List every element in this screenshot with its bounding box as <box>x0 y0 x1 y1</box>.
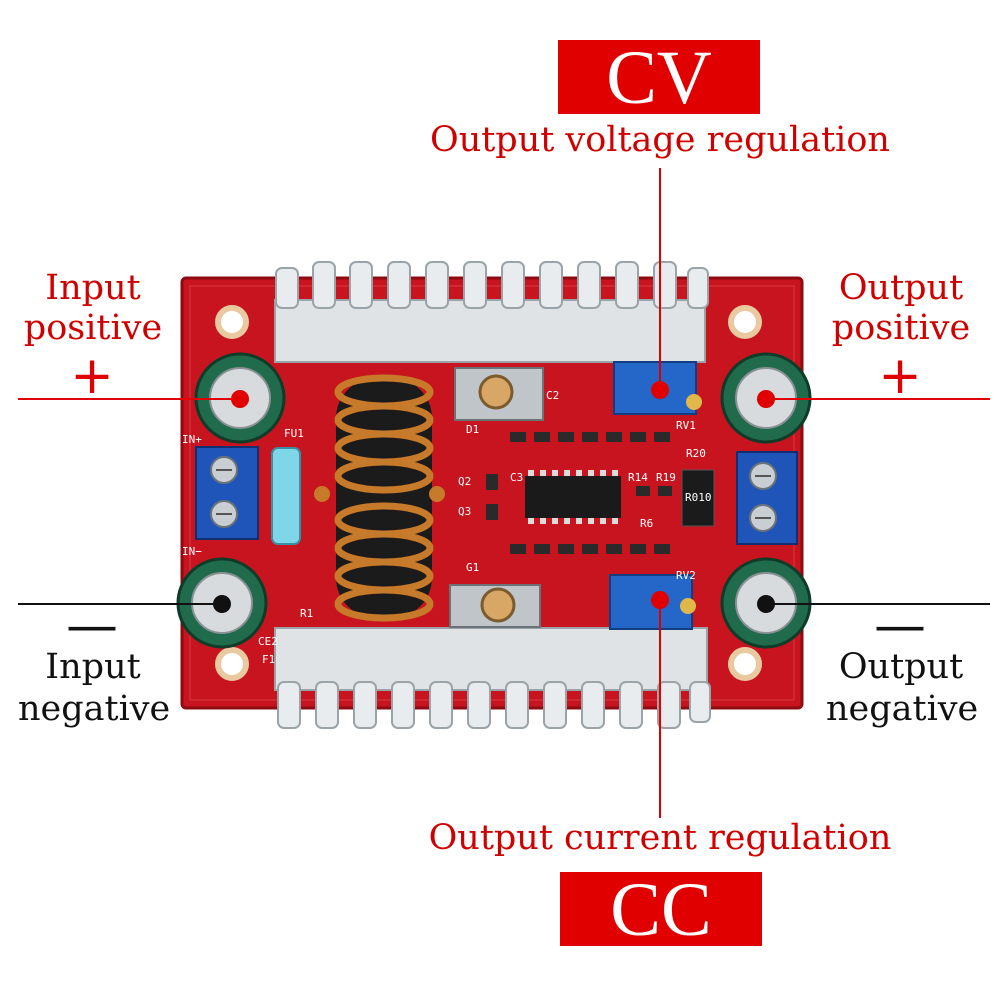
fuse <box>271 447 301 545</box>
smd-components <box>486 432 672 554</box>
input-terminal-block <box>195 446 259 540</box>
mounting-hole <box>215 305 762 681</box>
input-positive-dot <box>231 390 249 408</box>
silk-f1: F1 <box>262 653 276 666</box>
voltage-regulation-leader <box>659 168 661 390</box>
voltage-regulation-caption: Output voltage regulation <box>430 120 890 160</box>
control-ic <box>525 476 621 518</box>
silk-r010: R010 <box>685 491 712 504</box>
voltage-pot-dot <box>651 381 669 399</box>
silk-r20: R20 <box>686 447 706 460</box>
silk-rv1: RV1 <box>676 419 696 432</box>
silk-r6: R6 <box>640 517 654 530</box>
silk-c3: C3 <box>510 471 524 484</box>
current-regulation-caption: Output current regulation <box>428 818 892 858</box>
output-plus-icon: + <box>878 346 922 406</box>
output-positive-leader <box>766 398 990 400</box>
silk-rv2: RV2 <box>676 569 696 582</box>
silk-c2: C2 <box>546 389 560 402</box>
current-pot-dot <box>651 591 669 609</box>
input-negative-label-line1: Input <box>45 647 141 687</box>
toroidal-inductor <box>314 374 445 622</box>
silk-q3: Q3 <box>458 505 472 518</box>
output-negative-label-line2: negative <box>826 689 979 729</box>
input-positive-label-line1: Input <box>45 268 141 308</box>
shunt-resistor <box>681 469 715 527</box>
trim-potentiometer <box>609 361 702 630</box>
input-positive-label-line2: positive <box>23 308 163 348</box>
silk-r19: R19 <box>656 471 676 484</box>
output-positive-label-line2: positive <box>831 308 971 348</box>
silk-g1: G1 <box>466 561 480 574</box>
silk-in-plus: IN+ <box>182 433 202 446</box>
silk-r14: R14 <box>628 471 648 484</box>
cc-badge: CC <box>560 872 762 948</box>
output-minus-icon: — <box>874 596 926 656</box>
bottom-heatsink <box>274 627 711 729</box>
input-minus-icon: — <box>66 596 118 656</box>
input-negative-leader <box>18 603 222 605</box>
input-plus-icon: + <box>70 346 114 406</box>
current-regulation-leader <box>659 600 661 818</box>
silk-r1: R1 <box>300 607 314 620</box>
silk-q2: Q2 <box>458 475 472 488</box>
cv-badge: CV <box>558 40 760 116</box>
silk-ce2: CE2 <box>258 635 278 648</box>
output-negative-label-line1: Output <box>838 647 964 687</box>
input-negative-label-line2: negative <box>18 689 171 729</box>
silk-d1: D1 <box>466 423 480 436</box>
output-negative-leader <box>766 603 990 605</box>
top-heatsink <box>274 261 709 363</box>
silk-fu1: FU1 <box>284 427 304 440</box>
input-positive-leader <box>18 398 240 400</box>
input-negative-dot <box>213 595 231 613</box>
output-positive-label-line1: Output <box>838 268 964 308</box>
silk-in-minus: IN− <box>182 545 202 558</box>
output-terminal-block <box>736 451 798 545</box>
output-positive-dot <box>757 390 775 408</box>
output-negative-dot <box>757 595 775 613</box>
transistor-tab <box>449 367 544 628</box>
